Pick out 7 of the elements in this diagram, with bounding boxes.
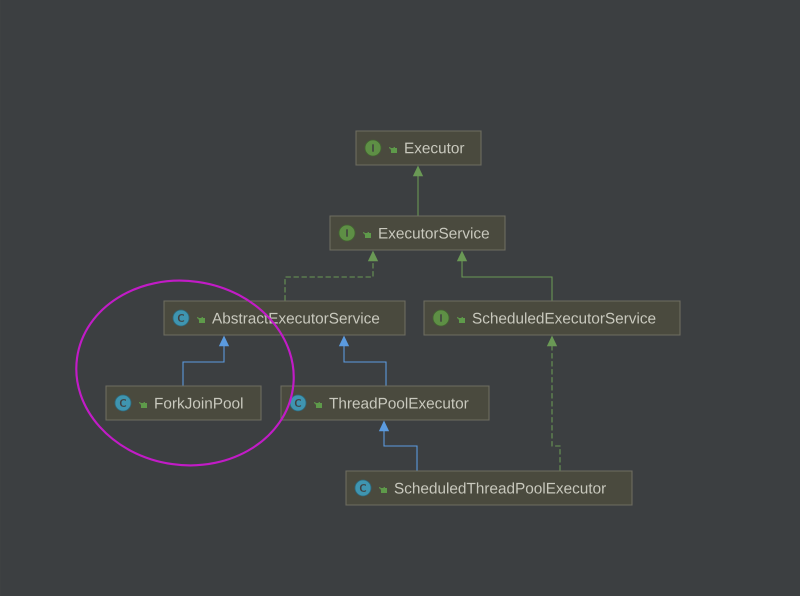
type-badge: I bbox=[432, 310, 450, 326]
type-badge: C bbox=[172, 310, 190, 326]
type-badge: C bbox=[354, 480, 372, 496]
type-badge: C bbox=[290, 394, 306, 412]
type-badge: C bbox=[114, 394, 132, 412]
type-badge: I bbox=[364, 140, 382, 156]
type-badge: I bbox=[338, 224, 356, 242]
